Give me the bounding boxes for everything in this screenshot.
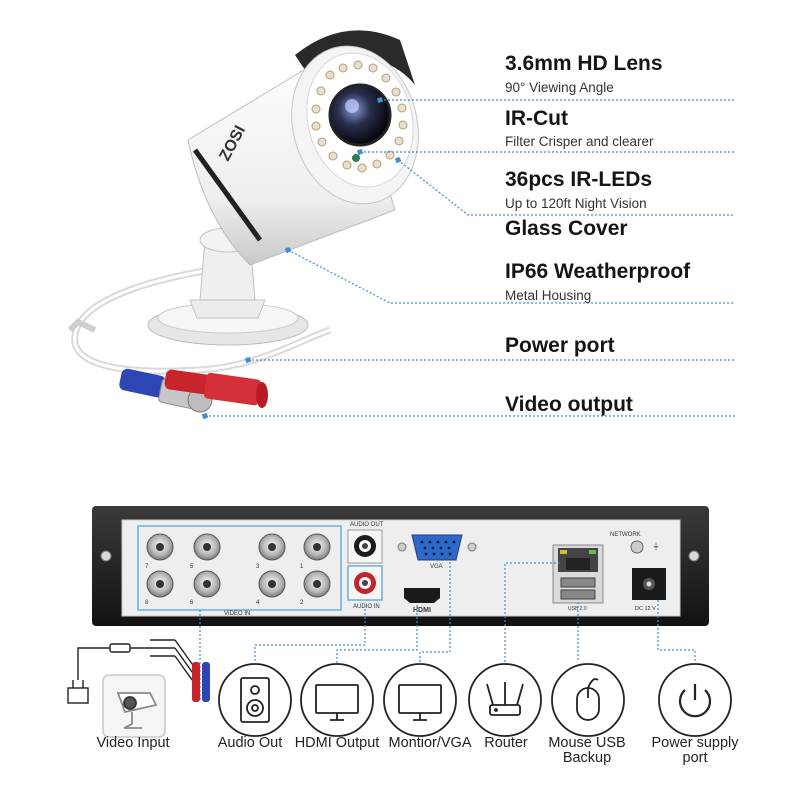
bullet-camera: ZOSI: [67, 30, 419, 413]
camera-connectors: [119, 368, 268, 413]
bnc-number: 1: [300, 564, 304, 570]
monitor-icon: [383, 663, 457, 737]
bnc-port[interactable]: [258, 570, 286, 598]
connection-label-router: Router: [484, 735, 528, 751]
sun-shade: [295, 30, 415, 86]
audio-out-label: AUDIO OUT: [350, 522, 384, 528]
ir-cut-sensor: [352, 154, 360, 162]
camera-leader-lines: [201, 96, 735, 420]
bnc-port[interactable]: [303, 533, 331, 561]
bnc-port[interactable]: [146, 570, 174, 598]
bnc-number: 4: [256, 600, 260, 606]
svg-text:⏚: ⏚: [652, 542, 660, 551]
bnc-port[interactable]: [146, 533, 174, 561]
connection-label-audio-out: Audio Out: [217, 735, 283, 751]
bnc-number: 5: [190, 564, 194, 570]
bnc-ports: [146, 533, 331, 598]
feature-subtitle-lens: 90° Viewing Angle: [505, 80, 614, 95]
feature-title-power-port: Power port: [505, 334, 615, 357]
ground-screw: [630, 540, 644, 554]
bnc-port[interactable]: [258, 533, 286, 561]
vga-port[interactable]: [411, 534, 463, 561]
bnc-port[interactable]: [193, 533, 221, 561]
wire-schematic: [67, 639, 196, 704]
vga-label: VGA: [430, 564, 443, 570]
dc-label: DC 12 V: [635, 606, 656, 612]
audio-in-label: AUDIO IN: [353, 604, 380, 610]
dvr-leader-lines: [199, 562, 696, 700]
feature-title-ircut: IR-Cut: [505, 107, 568, 130]
bnc-number: 2: [300, 600, 304, 606]
monitor-icon: [300, 663, 374, 737]
hdmi-label: HDMI: [413, 607, 431, 614]
network-label: NETWORK: [610, 532, 641, 538]
bnc-port[interactable]: [193, 570, 221, 598]
bnc-port[interactable]: [303, 570, 331, 598]
dvr-recorder: 7 5 3 1 8 6 4 2 VIDEO IN AUDIO OUT AUDIO…: [92, 506, 709, 626]
router-icon: [468, 663, 542, 737]
bnc-number: 6: [190, 600, 194, 606]
connection-label-hdmi-output: HDMI Output: [294, 735, 380, 751]
usb-port[interactable]: [560, 589, 596, 600]
feature-title-lens: 3.6mm HD Lens: [505, 52, 663, 75]
feature-title-weatherproof: IP66 Weatherproof: [505, 260, 691, 283]
connection-label-power-supply: Power supply port: [651, 735, 739, 766]
camera-lens: [328, 83, 392, 147]
connection-label-mouse-usb: Mouse USB Backup: [548, 735, 626, 766]
usb-port[interactable]: [560, 577, 596, 588]
speaker-icon: [218, 663, 292, 737]
feature-subtitle-irleds: Up to 120ft Night Vision: [505, 196, 647, 211]
power-icon: [658, 663, 732, 737]
feature-title-glass: Glass Cover: [505, 217, 628, 240]
device-icons: [102, 663, 732, 738]
mouse-icon: [551, 663, 625, 737]
hdmi-port[interactable]: [404, 588, 440, 603]
usb-label: USB 2.0: [568, 606, 587, 612]
camera-icon: [102, 674, 166, 738]
bnc-number: 7: [145, 564, 149, 570]
connection-label-video-input: Video Input: [96, 735, 170, 751]
video-in-label: VIDEO IN: [224, 611, 250, 617]
feature-title-irleds: 36pcs IR-LEDs: [505, 168, 653, 191]
video-in-group: [137, 525, 342, 611]
bnc-number: 3: [256, 564, 260, 570]
bnc-number: 8: [145, 600, 149, 606]
ir-led-ring: [311, 60, 408, 173]
connector-pair: [192, 662, 210, 702]
feature-subtitle-ircut: Filter Crisper and clearer: [505, 134, 654, 149]
connection-label-vga: Montior/VGA: [388, 735, 472, 751]
feature-subtitle-weatherproof: Metal Housing: [505, 288, 592, 303]
feature-title-video-output: Video output: [505, 393, 633, 416]
